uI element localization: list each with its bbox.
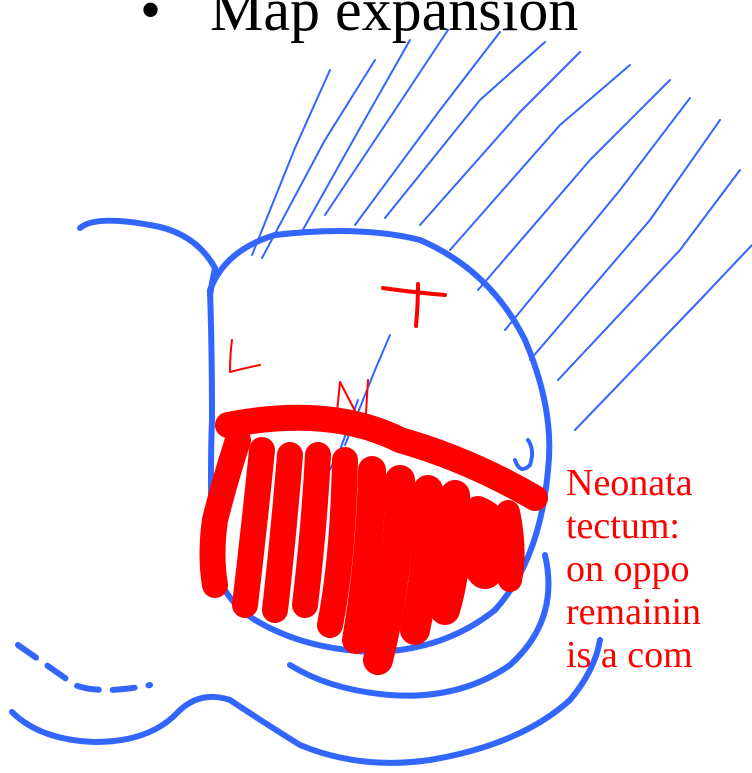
fiber-line — [505, 98, 690, 330]
caption-line-2: tectum: — [566, 505, 701, 548]
projection-stripe — [445, 495, 456, 610]
projection-stripe — [356, 470, 372, 640]
caption-line-4: remainin — [566, 591, 701, 634]
fiber-line — [300, 40, 410, 235]
projection-stripe — [275, 455, 290, 610]
fiber-line — [575, 245, 752, 430]
left-lobe-outline — [80, 221, 215, 295]
caption-line-5: is a com — [566, 634, 701, 677]
sketch-label-lateral — [230, 340, 260, 372]
inner-small-curve — [515, 440, 532, 469]
projection-stripe — [508, 512, 513, 580]
caption-line-3: on oppo — [566, 548, 701, 591]
left-dashed-outline — [18, 645, 150, 690]
fiber-line — [252, 70, 330, 255]
fiber-line — [558, 170, 740, 380]
projection-stripe — [330, 460, 345, 625]
projection-stripe — [245, 450, 262, 605]
projection-stripe — [213, 440, 239, 585]
projection-stripe — [305, 455, 318, 605]
fiber-line — [385, 42, 545, 218]
fiber-line — [262, 60, 375, 258]
sketch-label-temporal — [383, 284, 445, 326]
caption: Neonata tectum: on oppo remainin is a co… — [566, 462, 701, 677]
projection-stripe — [415, 490, 428, 630]
fiber-line — [530, 120, 720, 360]
optic-fiber-lines — [252, 30, 752, 518]
red-projection-zone — [213, 284, 536, 660]
projection-loop — [474, 510, 498, 575]
bottom-outline — [12, 640, 600, 763]
caption-line-1: Neonata — [566, 462, 701, 505]
